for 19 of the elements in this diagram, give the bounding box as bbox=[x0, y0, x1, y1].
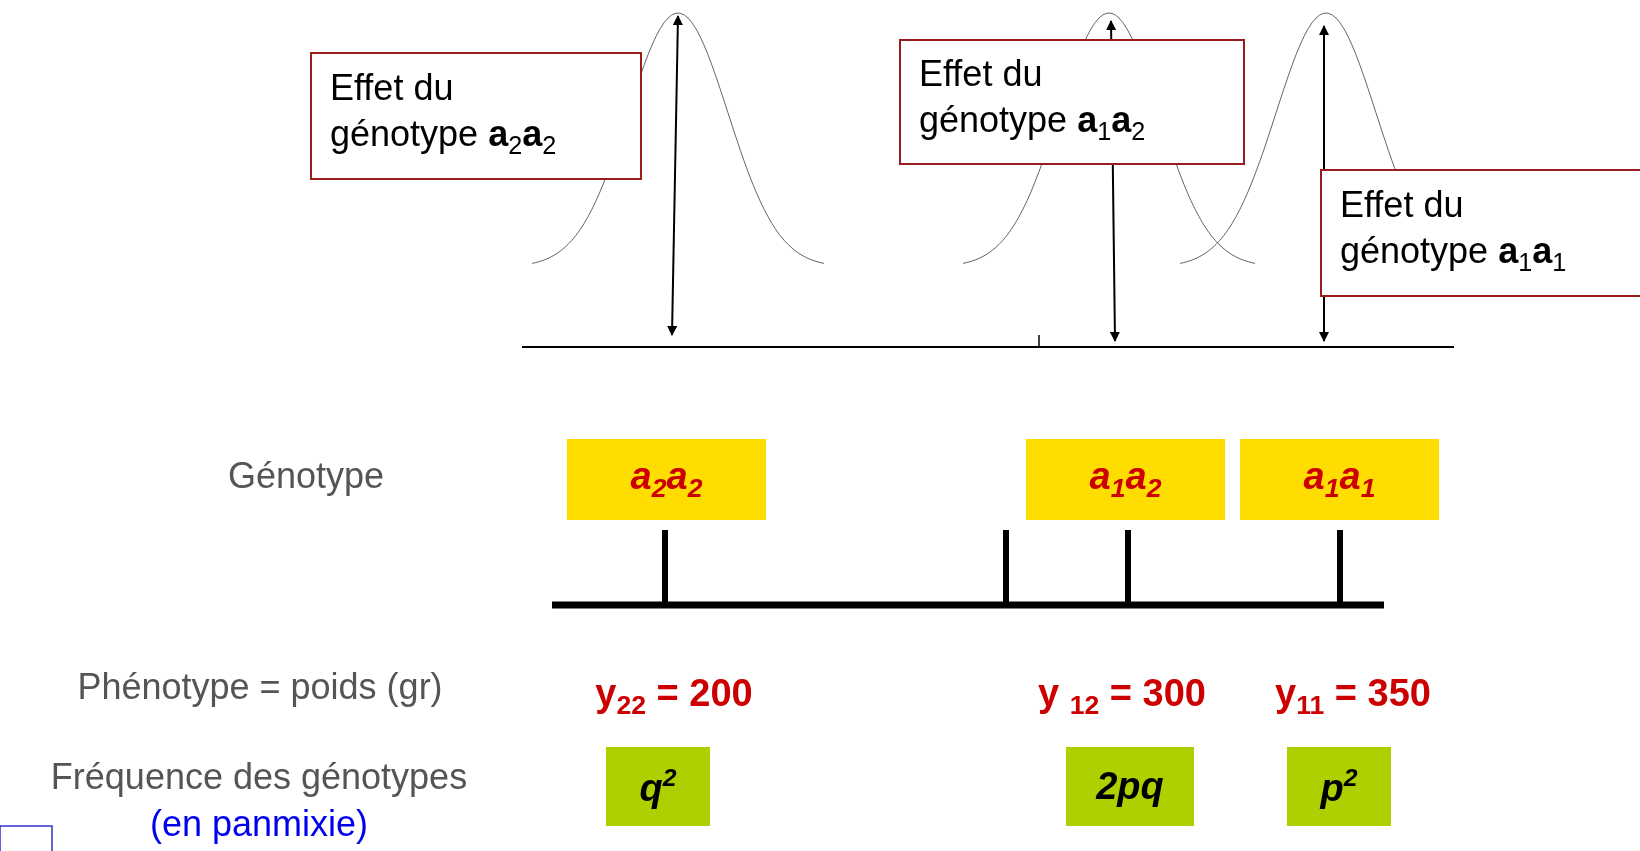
phenotype-value: y$_{11}$ = 350 bbox=[1275, 672, 1431, 721]
row-label: Génotype bbox=[227, 455, 385, 497]
genotype-box: a$_{1}$a$_{2}$ bbox=[1026, 439, 1225, 520]
row-label: Fréquence des génotypes bbox=[50, 756, 468, 798]
genotype-box: a$_{1}$a$_{1}$ bbox=[1240, 439, 1439, 520]
box-text: Effet du génotype a$_{1}$a$_{1}$ bbox=[1340, 182, 1568, 278]
effect-text-box bbox=[310, 52, 642, 180]
row-label: Phénotype = poids (gr) bbox=[77, 666, 443, 708]
frequency-box: 2pq bbox=[1066, 747, 1194, 826]
box-text: Effet du génotype a$_{2}$a$_{2}$ bbox=[330, 65, 558, 161]
frequency-box: p$^{2}$ bbox=[1287, 747, 1391, 826]
genotype-box: a$_{2}$a$_{2}$ bbox=[567, 439, 766, 520]
effect-text-box bbox=[899, 39, 1245, 165]
effect-text-box bbox=[1320, 169, 1640, 297]
row-note: (en panmixie) bbox=[149, 803, 369, 845]
box-text: Effet du génotype a$_{1}$a$_{2}$ bbox=[919, 51, 1147, 147]
frequency-box: q$^{2}$ bbox=[606, 747, 710, 826]
phenotype-value: y$_{22}$ = 200 bbox=[595, 672, 753, 721]
phenotype-value: y $_{12}$ = 300 bbox=[1038, 672, 1206, 721]
